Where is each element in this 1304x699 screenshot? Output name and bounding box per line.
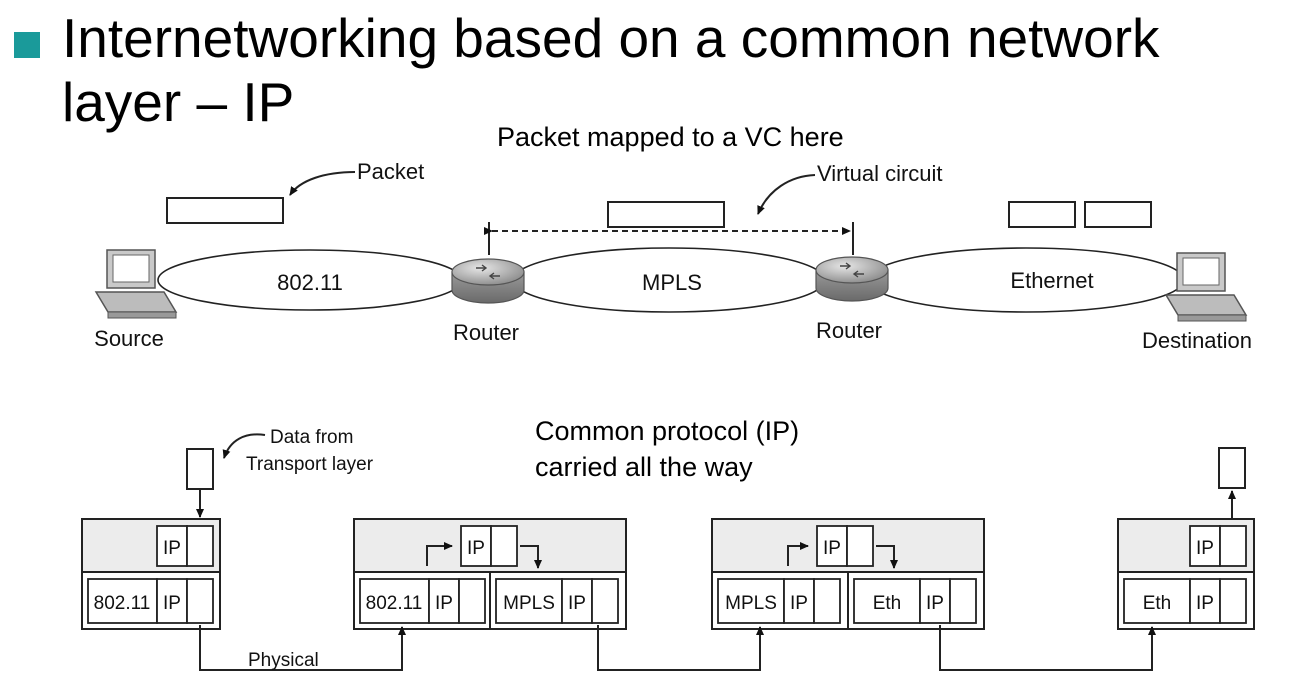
router-1-stack	[353, 518, 627, 630]
data-from-label-line-2: Transport layer	[246, 454, 374, 475]
router-1-icon	[451, 258, 525, 304]
data-from-label-line-1: Data from	[270, 427, 353, 448]
router-2-in-ip-label: IP	[790, 593, 808, 614]
virtual-circuit-label: Virtual circuit	[817, 161, 943, 186]
destination-computer-icon	[1164, 252, 1248, 322]
destination-l2-ip-label: IP	[1196, 593, 1214, 614]
destination-stack	[1117, 518, 1255, 630]
transport-data-box-destination	[1218, 447, 1246, 489]
router-2-icon	[815, 256, 889, 302]
source-stack	[81, 518, 221, 630]
router-2-out-l2-label: Eth	[873, 593, 902, 614]
router-1-label: Router	[453, 320, 519, 345]
destination-l2-label: Eth	[1143, 593, 1172, 614]
router-1-in-ip-label: IP	[435, 593, 453, 614]
link-label-mpls: MPLS	[642, 270, 702, 295]
physical-link-2	[597, 625, 764, 671]
link-label-80211: 802.11	[277, 270, 343, 295]
common-protocol-line-1: Common protocol (IP)	[535, 416, 800, 446]
router-2-stack	[711, 518, 985, 630]
source-label: Source	[94, 326, 164, 351]
source-l2-ip-label: IP	[163, 593, 181, 614]
data-pointer-arrow	[222, 433, 266, 459]
link-label-ethernet: Ethernet	[1010, 268, 1093, 293]
router-2-ip-label: IP	[823, 538, 841, 559]
router-2-label: Router	[816, 318, 882, 343]
vc-pointer-arrow	[757, 174, 816, 215]
physical-label: Physical	[248, 650, 319, 671]
packet-box-eth-header	[1008, 201, 1076, 228]
router-2-in-l2-label: MPLS	[725, 593, 777, 614]
router-2-out-ip-label: IP	[926, 593, 944, 614]
common-protocol-line-2: carried all the way	[535, 452, 753, 482]
source-l2-label: 802.11	[94, 593, 151, 614]
transport-data-box-source	[186, 448, 214, 490]
destination-label: Destination	[1142, 328, 1252, 353]
source-ip-label: IP	[163, 538, 181, 559]
packet-pointer-arrow	[289, 171, 356, 196]
bullet-text: Internetworking based on a common networ…	[62, 7, 1160, 133]
physical-link-3	[939, 625, 1156, 671]
vc-mapping-annotation: Packet mapped to a VC here	[497, 122, 844, 152]
packet-box-80211	[166, 197, 284, 224]
packet-label: Packet	[357, 159, 424, 184]
source-computer-icon	[94, 249, 178, 319]
router-1-out-ip-label: IP	[568, 593, 586, 614]
physical-link-1	[199, 625, 406, 671]
router-1-ip-label: IP	[467, 538, 485, 559]
bullet-marker	[14, 32, 40, 58]
packet-box-eth-payload	[1084, 201, 1152, 228]
packet-box-mpls	[607, 201, 725, 228]
router-1-in-l2-label: 802.11	[366, 593, 423, 614]
router-1-out-l2-label: MPLS	[503, 593, 555, 614]
destination-ip-label: IP	[1196, 538, 1214, 559]
